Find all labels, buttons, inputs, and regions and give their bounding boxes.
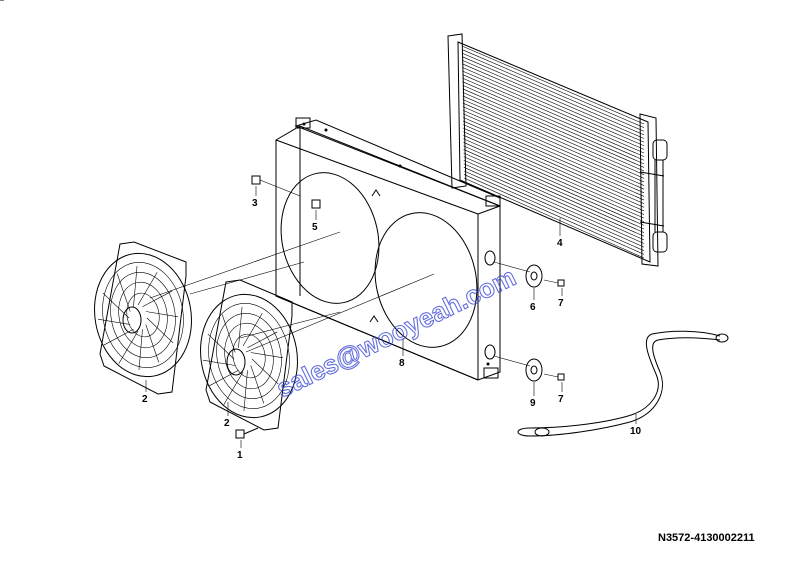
callout-7b: 7 (558, 394, 564, 405)
wire-harness (517, 330, 729, 437)
fan-shroud (275, 117, 501, 381)
condenser-core (0, 0, 668, 267)
screw-7-lower (543, 373, 565, 381)
screw-7-upper (543, 279, 565, 287)
callout-1: 1 (237, 450, 243, 461)
condenser-fins (461, 45, 645, 259)
bolt-1 (235, 427, 259, 439)
washer-6 (493, 261, 543, 288)
nut-5 (311, 199, 321, 209)
callout-2a: 2 (142, 394, 148, 405)
callout-6: 6 (530, 302, 536, 313)
callout-2b: 2 (224, 418, 230, 429)
fan-assembly-rear (94, 241, 192, 395)
callout-3: 3 (252, 198, 258, 209)
callout-5: 5 (312, 222, 318, 233)
callout-7a: 7 (558, 298, 564, 309)
watermark-text: sales@wooyeah.com (271, 261, 520, 403)
callout-4: 4 (557, 238, 563, 249)
washer-9 (493, 355, 543, 382)
nut-3 (251, 175, 301, 197)
callout-9: 9 (530, 398, 536, 409)
fan-assembly-front (200, 279, 298, 431)
callout-8: 8 (399, 358, 405, 369)
reference-code: N3572-4130002211 (658, 532, 755, 544)
callout-10: 10 (630, 426, 642, 437)
